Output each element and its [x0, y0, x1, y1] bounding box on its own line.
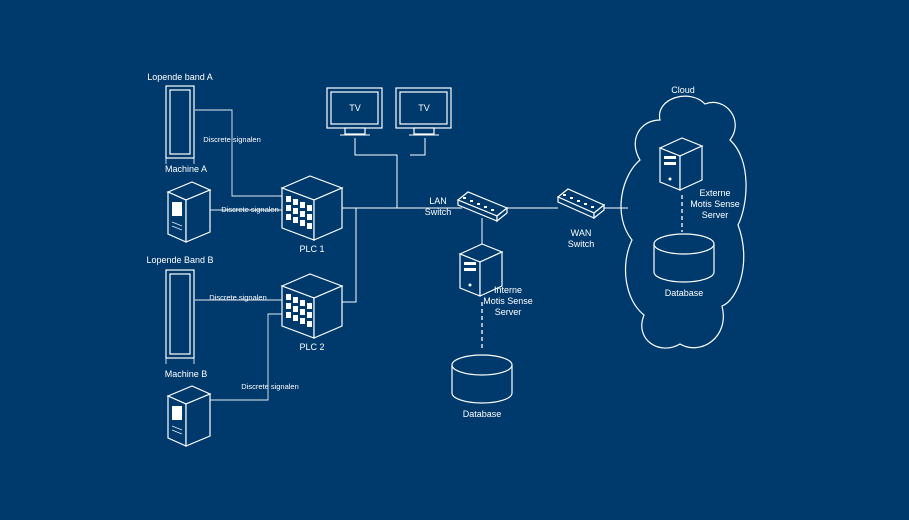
wire-machine-b-plc2 — [210, 313, 282, 401]
wan-switch-icon — [556, 188, 606, 220]
connections — [195, 109, 683, 401]
label-wan-line2: Switch — [568, 239, 595, 249]
label-plc2: PLC 2 — [299, 342, 324, 352]
plc1-icon — [280, 175, 344, 241]
internal-server-icon — [458, 243, 504, 297]
label-int-server-2: Motis Sense — [483, 296, 533, 306]
label-machine-b: Machine B — [165, 369, 208, 379]
machine-b-icon — [166, 385, 212, 447]
label-signal-4: Discrete signalen — [241, 382, 299, 391]
tv1-icon — [326, 87, 383, 136]
wire-band-a-plc1 — [195, 109, 282, 197]
label-plc1: PLC 1 — [299, 244, 324, 254]
tv2-icon — [395, 87, 452, 136]
label-database-cloud: Database — [665, 288, 704, 298]
label-signal-1: Discrete signalen — [203, 135, 261, 144]
label-ext-server-3: Server — [702, 210, 729, 220]
label-tv2: TV — [418, 103, 430, 113]
cloud-database-icon — [653, 233, 715, 283]
local-database-icon — [451, 354, 513, 404]
wire-plc2-lan — [342, 208, 357, 303]
label-int-server-1: Interne — [494, 285, 522, 295]
label-signal-3: Discrete signalen — [209, 293, 267, 302]
label-int-server-3: Server — [495, 307, 522, 317]
label-band-a: Lopende band A — [147, 72, 213, 82]
label-ext-server-1: Externe — [699, 188, 730, 198]
label-machine-a: Machine A — [165, 164, 207, 174]
external-server-icon — [658, 137, 704, 191]
conveyor-band-a-icon — [165, 85, 195, 164]
label-signal-2: Discrete signalen — [221, 205, 279, 214]
wire-tv1-lan — [354, 138, 398, 208]
machine-a-icon — [166, 181, 212, 243]
label-tv1: TV — [349, 103, 361, 113]
label-ext-server-2: Motis Sense — [690, 199, 740, 209]
label-database-local: Database — [463, 409, 502, 419]
label-lan-line2: Switch — [425, 207, 452, 217]
plc2-icon — [280, 273, 344, 339]
lan-switch-icon — [456, 191, 509, 223]
label-band-b: Lopende Band B — [146, 255, 213, 265]
label-wan-line1: WAN — [571, 228, 592, 238]
cloud-icon — [620, 95, 747, 349]
conveyor-band-b-icon — [165, 269, 195, 364]
wire-tv2-lan — [410, 138, 426, 156]
label-cloud: Cloud — [671, 85, 695, 95]
label-lan-line1: LAN — [429, 196, 447, 206]
